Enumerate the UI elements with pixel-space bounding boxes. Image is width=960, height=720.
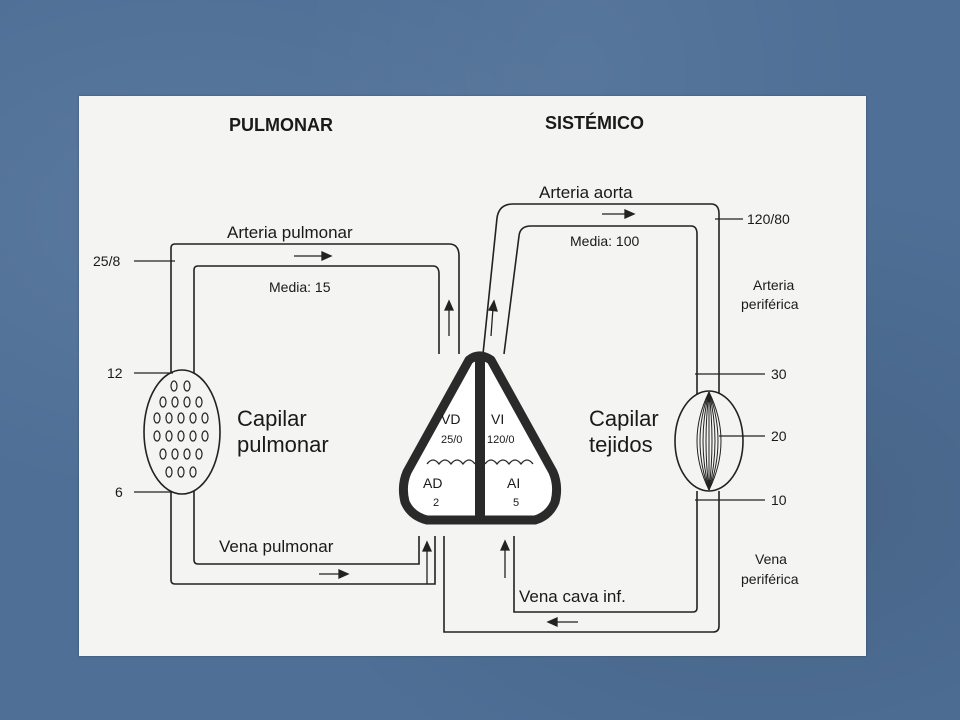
peripheral-vein-label-2: periférica (741, 571, 799, 587)
aorta-inner (503, 225, 698, 396)
rv-label: VD (441, 411, 460, 427)
flow-arrows-systemic (487, 208, 636, 628)
systemic-heading: SISTÉMICO (545, 112, 644, 133)
circulation-diagram: PULMONAR SISTÉMICO (93, 112, 799, 633)
tissue-capillary-label-2: tejidos (589, 432, 653, 457)
pulmonary-capillary-bed (143, 369, 221, 495)
pulmonary-capillary-arterial-pressure: 12 (107, 365, 123, 381)
tissue-capillaries (696, 391, 722, 491)
pulmonary-capillary-label-2: pulmonar (237, 432, 329, 457)
aorta-outer (482, 203, 720, 396)
systemic-pressure-20: 20 (771, 428, 787, 444)
systemic-pressure-10: 10 (771, 492, 787, 508)
aorta-pressure: 120/80 (747, 211, 790, 227)
pulmonary-vein-label: Vena pulmonar (219, 537, 334, 556)
pulmonary-artery-pressure: 25/8 (93, 253, 120, 269)
pulmonary-mean-pressure: Media: 15 (269, 279, 331, 295)
la-pressure: 5 (513, 497, 519, 509)
pulmonary-vein-outer (170, 491, 436, 585)
diagram-image: PULMONAR SISTÉMICO (79, 96, 866, 656)
rv-pressure: 25/0 (441, 434, 462, 446)
systemic-circuit: 120/80 30 20 10 Arteria aorta Media: 100… (443, 183, 799, 633)
peripheral-artery-label-1: Arteria (753, 277, 794, 293)
la-label: AI (507, 475, 520, 491)
pulmonary-heading: PULMONAR (229, 115, 333, 135)
peripheral-artery-label-2: periférica (741, 296, 799, 312)
peripheral-vein-label-1: Vena (755, 551, 787, 567)
systemic-pressure-ticks (695, 218, 765, 501)
pulmonary-capillary-label-1: Capilar (237, 406, 307, 431)
pulmonary-pressure-ticks (134, 260, 175, 493)
aorta-label: Arteria aorta (539, 183, 633, 202)
vena-cava-outer (443, 491, 720, 633)
vena-cava-inner (513, 491, 698, 613)
ra-pressure: 2 (433, 497, 439, 509)
systemic-pressure-30: 30 (771, 366, 787, 382)
pulmonary-artery-outer (170, 243, 460, 374)
pulmonary-capillary-venous-pressure: 6 (115, 484, 123, 500)
heart: VD 25/0 VI 120/0 AD 2 AI 5 (398, 351, 562, 525)
tissue-capillary-label-1: Capilar (589, 406, 659, 431)
ra-label: AD (423, 475, 442, 491)
vena-cava-label: Vena cava inf. (519, 587, 626, 606)
alveoli (153, 380, 209, 478)
pulmonary-circuit: 25/8 12 6 Arteria pulmonar Media: 15 Cap… (93, 223, 460, 585)
pulmonary-artery-inner (193, 265, 440, 374)
pulmonary-artery-label: Arteria pulmonar (227, 223, 353, 242)
lv-label: VI (491, 411, 504, 427)
lv-pressure: 120/0 (487, 434, 515, 446)
pulmonary-vein-inner (193, 491, 420, 565)
flow-arrows-pulmonary (294, 250, 455, 584)
aorta-mean-pressure: Media: 100 (570, 233, 639, 249)
valves (426, 459, 534, 466)
